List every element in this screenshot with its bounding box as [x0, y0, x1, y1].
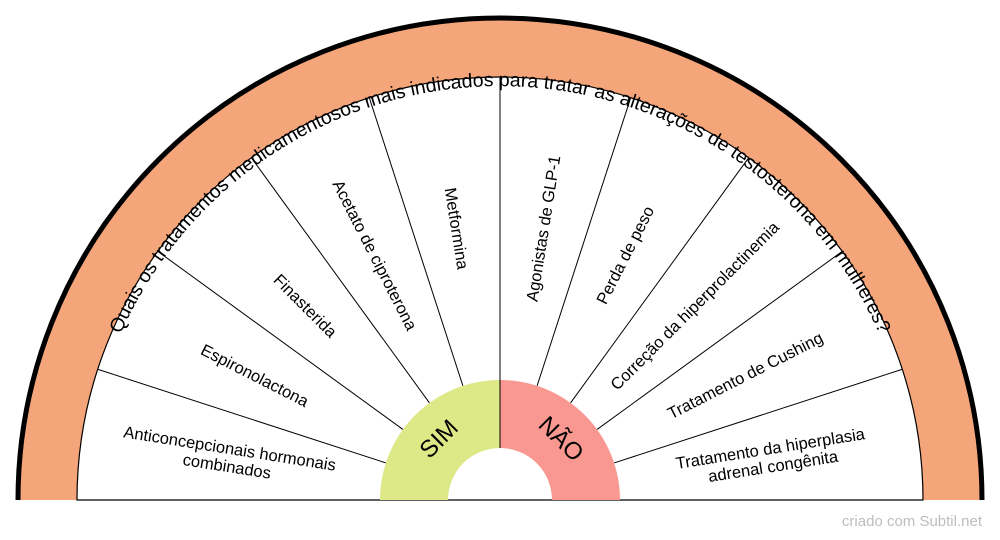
footer-credit: criado com Subtil.net	[841, 513, 982, 530]
sector-divider	[368, 97, 464, 387]
sector-divider	[97, 368, 387, 464]
sector-divider	[570, 157, 750, 404]
sector-divider	[157, 250, 404, 430]
sector-divider	[536, 97, 632, 387]
sector-divider	[613, 368, 903, 464]
sector-divider	[250, 157, 430, 404]
sector-divider	[596, 250, 843, 430]
group-segment	[500, 380, 620, 500]
ring-outer-border	[15, 15, 985, 501]
group-segment	[380, 380, 500, 500]
item-sectors: Anticoncepcionais hormonaiscombinadosEsp…	[76, 76, 924, 501]
